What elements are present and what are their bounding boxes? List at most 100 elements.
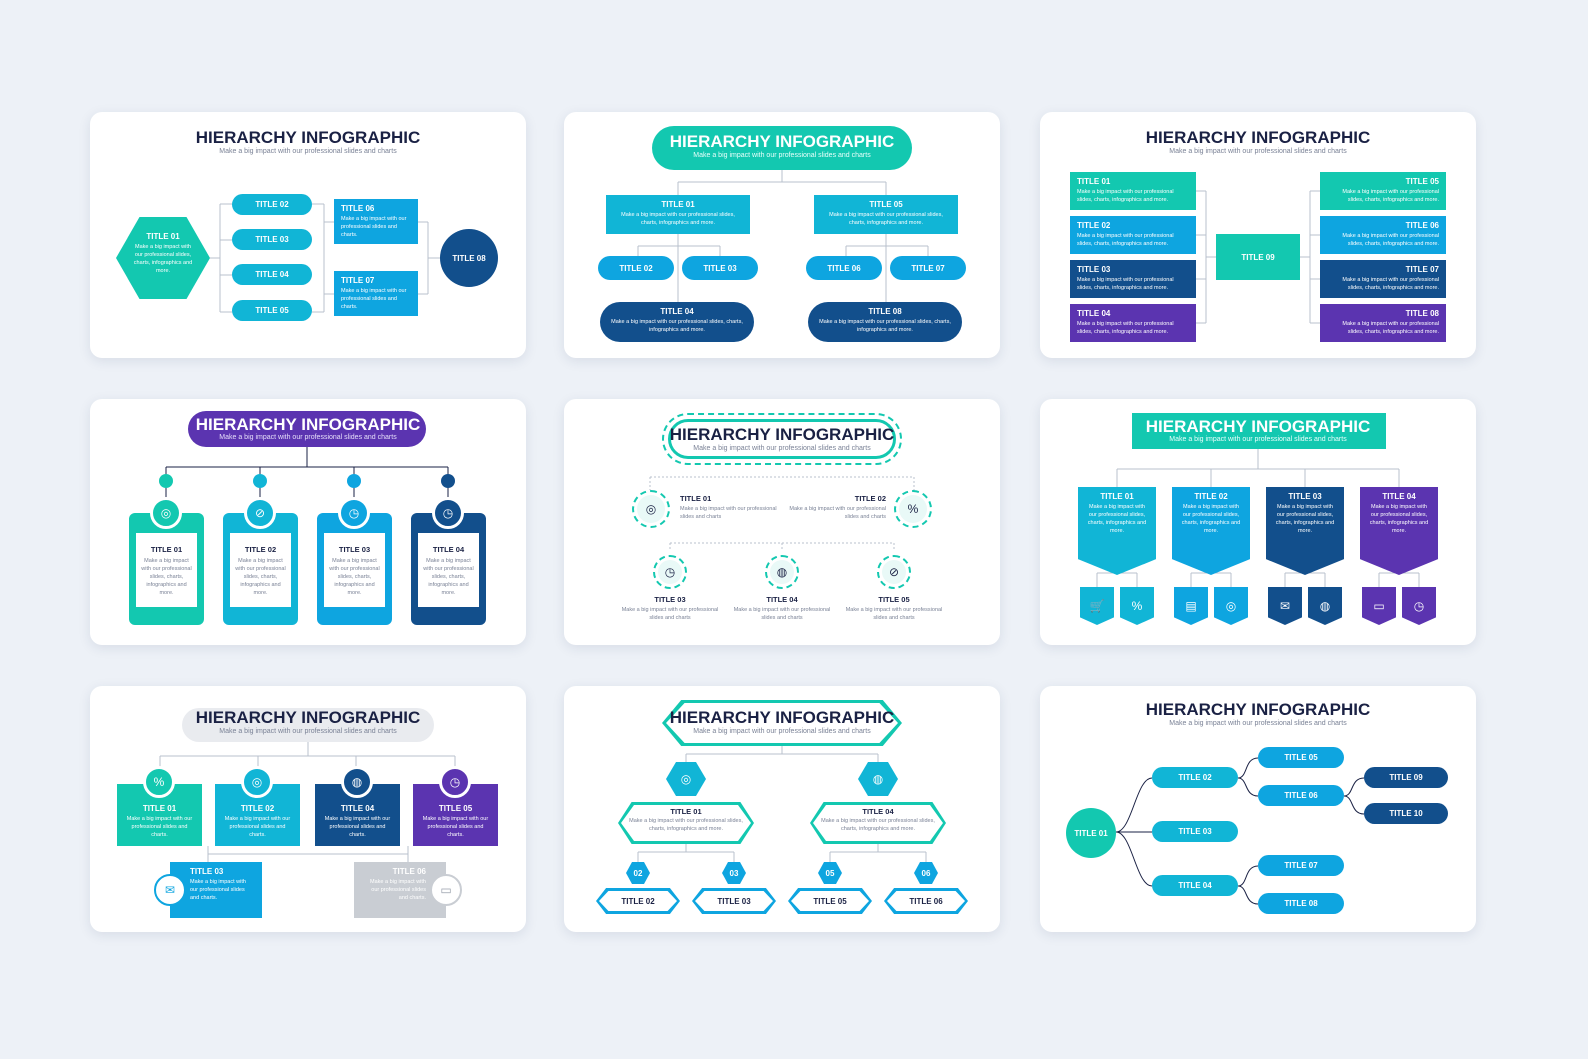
clock-icon: ◷ <box>432 497 464 529</box>
globe-icon: ◍ <box>770 560 794 584</box>
slide-4[interactable]: HIERARCHY INFOGRAPHIC Make a big impact … <box>90 399 526 645</box>
node-title-03[interactable]: TITLE 03 <box>1152 821 1238 842</box>
slide-subtitle: Make a big impact with our professional … <box>1169 436 1347 443</box>
connector-lines <box>159 447 455 499</box>
node-title-04[interactable]: TITLE 04 <box>232 264 312 285</box>
clock-icon: ◷ <box>1402 587 1436 625</box>
globe-icon: ◍ <box>341 766 373 798</box>
node-title-02[interactable]: TITLE 02 <box>232 194 312 215</box>
connector-lines <box>159 742 456 862</box>
node-title-05[interactable]: TITLE 05 <box>791 891 869 911</box>
slide-7[interactable]: HIERARCHY INFOGRAPHIC Make a big impact … <box>90 686 526 932</box>
slide-title: HIERARCHY INFOGRAPHIC <box>1145 700 1371 719</box>
target-icon: ◎ <box>637 495 665 523</box>
node-title: TITLE 01 <box>146 232 180 241</box>
target-icon: ◎ <box>1214 587 1248 625</box>
node-title-10[interactable]: TITLE 10 <box>1364 803 1448 824</box>
slide-subtitle: Make a big impact with our professional … <box>219 148 397 155</box>
slide-1[interactable]: HIERARCHY INFOGRAPHIC Make a big impact … <box>90 112 526 358</box>
node-title-08[interactable]: TITLE 08 <box>440 229 498 287</box>
slide-subtitle: Make a big impact with our professional … <box>1169 148 1347 155</box>
slide-title: HIERARCHY INFOGRAPHIC <box>1145 417 1371 436</box>
clock-icon: ◷ <box>338 497 370 529</box>
clock-icon: ◷ <box>439 766 471 798</box>
node-title-03[interactable]: TITLE 03 <box>695 891 773 911</box>
node-title-03[interactable]: TITLE 03 <box>232 229 312 250</box>
slide-8[interactable]: HIERARCHY INFOGRAPHIC Make a big impact … <box>564 686 1000 932</box>
node-title-03[interactable]: TITLE 03 <box>682 256 758 280</box>
slide-title: HIERARCHY INFOGRAPHIC <box>195 128 421 147</box>
slide-title: HIERARCHY INFOGRAPHIC <box>195 708 421 727</box>
node-title-06[interactable]: TITLE 06 <box>887 891 965 911</box>
slide-3[interactable]: HIERARCHY INFOGRAPHIC Make a big impact … <box>1040 112 1476 358</box>
node-title-01[interactable]: TITLE 01 Make a big impact with our prof… <box>629 807 743 832</box>
slide-subtitle: Make a big impact with our professional … <box>693 152 871 159</box>
node-title-02[interactable]: TITLE 02 <box>599 891 677 911</box>
chat-icon: ✉ <box>154 874 186 906</box>
slide-2[interactable]: HIERARCHY INFOGRAPHIC Make a big impact … <box>564 112 1000 358</box>
target-icon: ◎ <box>666 762 706 796</box>
percent-icon: % <box>1120 587 1154 625</box>
slide-5[interactable]: HIERARCHY INFOGRAPHIC Make a big impact … <box>564 399 1000 645</box>
target-icon: ◎ <box>150 497 182 529</box>
node-title-01[interactable]: TITLE 01 <box>1066 808 1116 858</box>
connector-lines <box>210 203 440 313</box>
title-banner <box>666 703 898 743</box>
slide-subtitle: Make a big impact with our professional … <box>693 445 871 452</box>
title-banner <box>1132 413 1386 449</box>
presentation-icon: ▭ <box>430 874 462 906</box>
node-title-05[interactable]: TITLE 05 <box>232 300 312 321</box>
slide-subtitle: Make a big impact with our professional … <box>1169 720 1347 727</box>
chat-icon: ✉ <box>1268 587 1302 625</box>
title-banner <box>188 411 426 447</box>
node-title-09[interactable]: TITLE 09 <box>1364 767 1448 788</box>
badge-02: 02 <box>626 862 650 884</box>
slide-6[interactable]: HIERARCHY INFOGRAPHIC Make a big impact … <box>1040 399 1476 645</box>
node-title-04[interactable]: TITLE 04 <box>1152 875 1238 896</box>
slide-subtitle: Make a big impact with our professional … <box>219 728 397 735</box>
node-title-08[interactable]: TITLE 08 <box>1258 893 1344 914</box>
globe-icon: ◍ <box>1308 587 1342 625</box>
node-title-04[interactable]: TITLE 04 Make a big impact with our prof… <box>821 807 935 832</box>
clock-icon: ◷ <box>658 560 682 584</box>
node-title-07[interactable]: TITLE 07 <box>890 256 966 280</box>
title-banner <box>652 126 912 170</box>
node-title-02[interactable]: TITLE 02 <box>1152 767 1238 788</box>
node-title-07[interactable]: TITLE 07 <box>1258 855 1344 876</box>
badge-05: 05 <box>818 862 842 884</box>
slide-title: HIERARCHY INFOGRAPHIC <box>669 708 895 727</box>
connector-lines <box>1196 190 1320 324</box>
presentation-icon: ▭ <box>1362 587 1396 625</box>
badge-03: 03 <box>722 862 746 884</box>
node-title-09[interactable]: TITLE 09 <box>1216 234 1300 280</box>
no-icon: ⊘ <box>882 560 906 584</box>
node-title-02[interactable]: TITLE 02 <box>598 256 674 280</box>
slide-9[interactable]: HIERARCHY INFOGRAPHIC Make a big impact … <box>1040 686 1476 932</box>
node-title-06[interactable]: TITLE 06 <box>1258 785 1344 806</box>
title-banner <box>668 419 896 459</box>
chart-icon: ▤ <box>1174 587 1208 625</box>
percent-icon: % <box>899 495 927 523</box>
connector-lines <box>637 170 929 302</box>
node-title-05[interactable]: TITLE 05 <box>1258 747 1344 768</box>
node-title-06[interactable]: TITLE 06 <box>806 256 882 280</box>
